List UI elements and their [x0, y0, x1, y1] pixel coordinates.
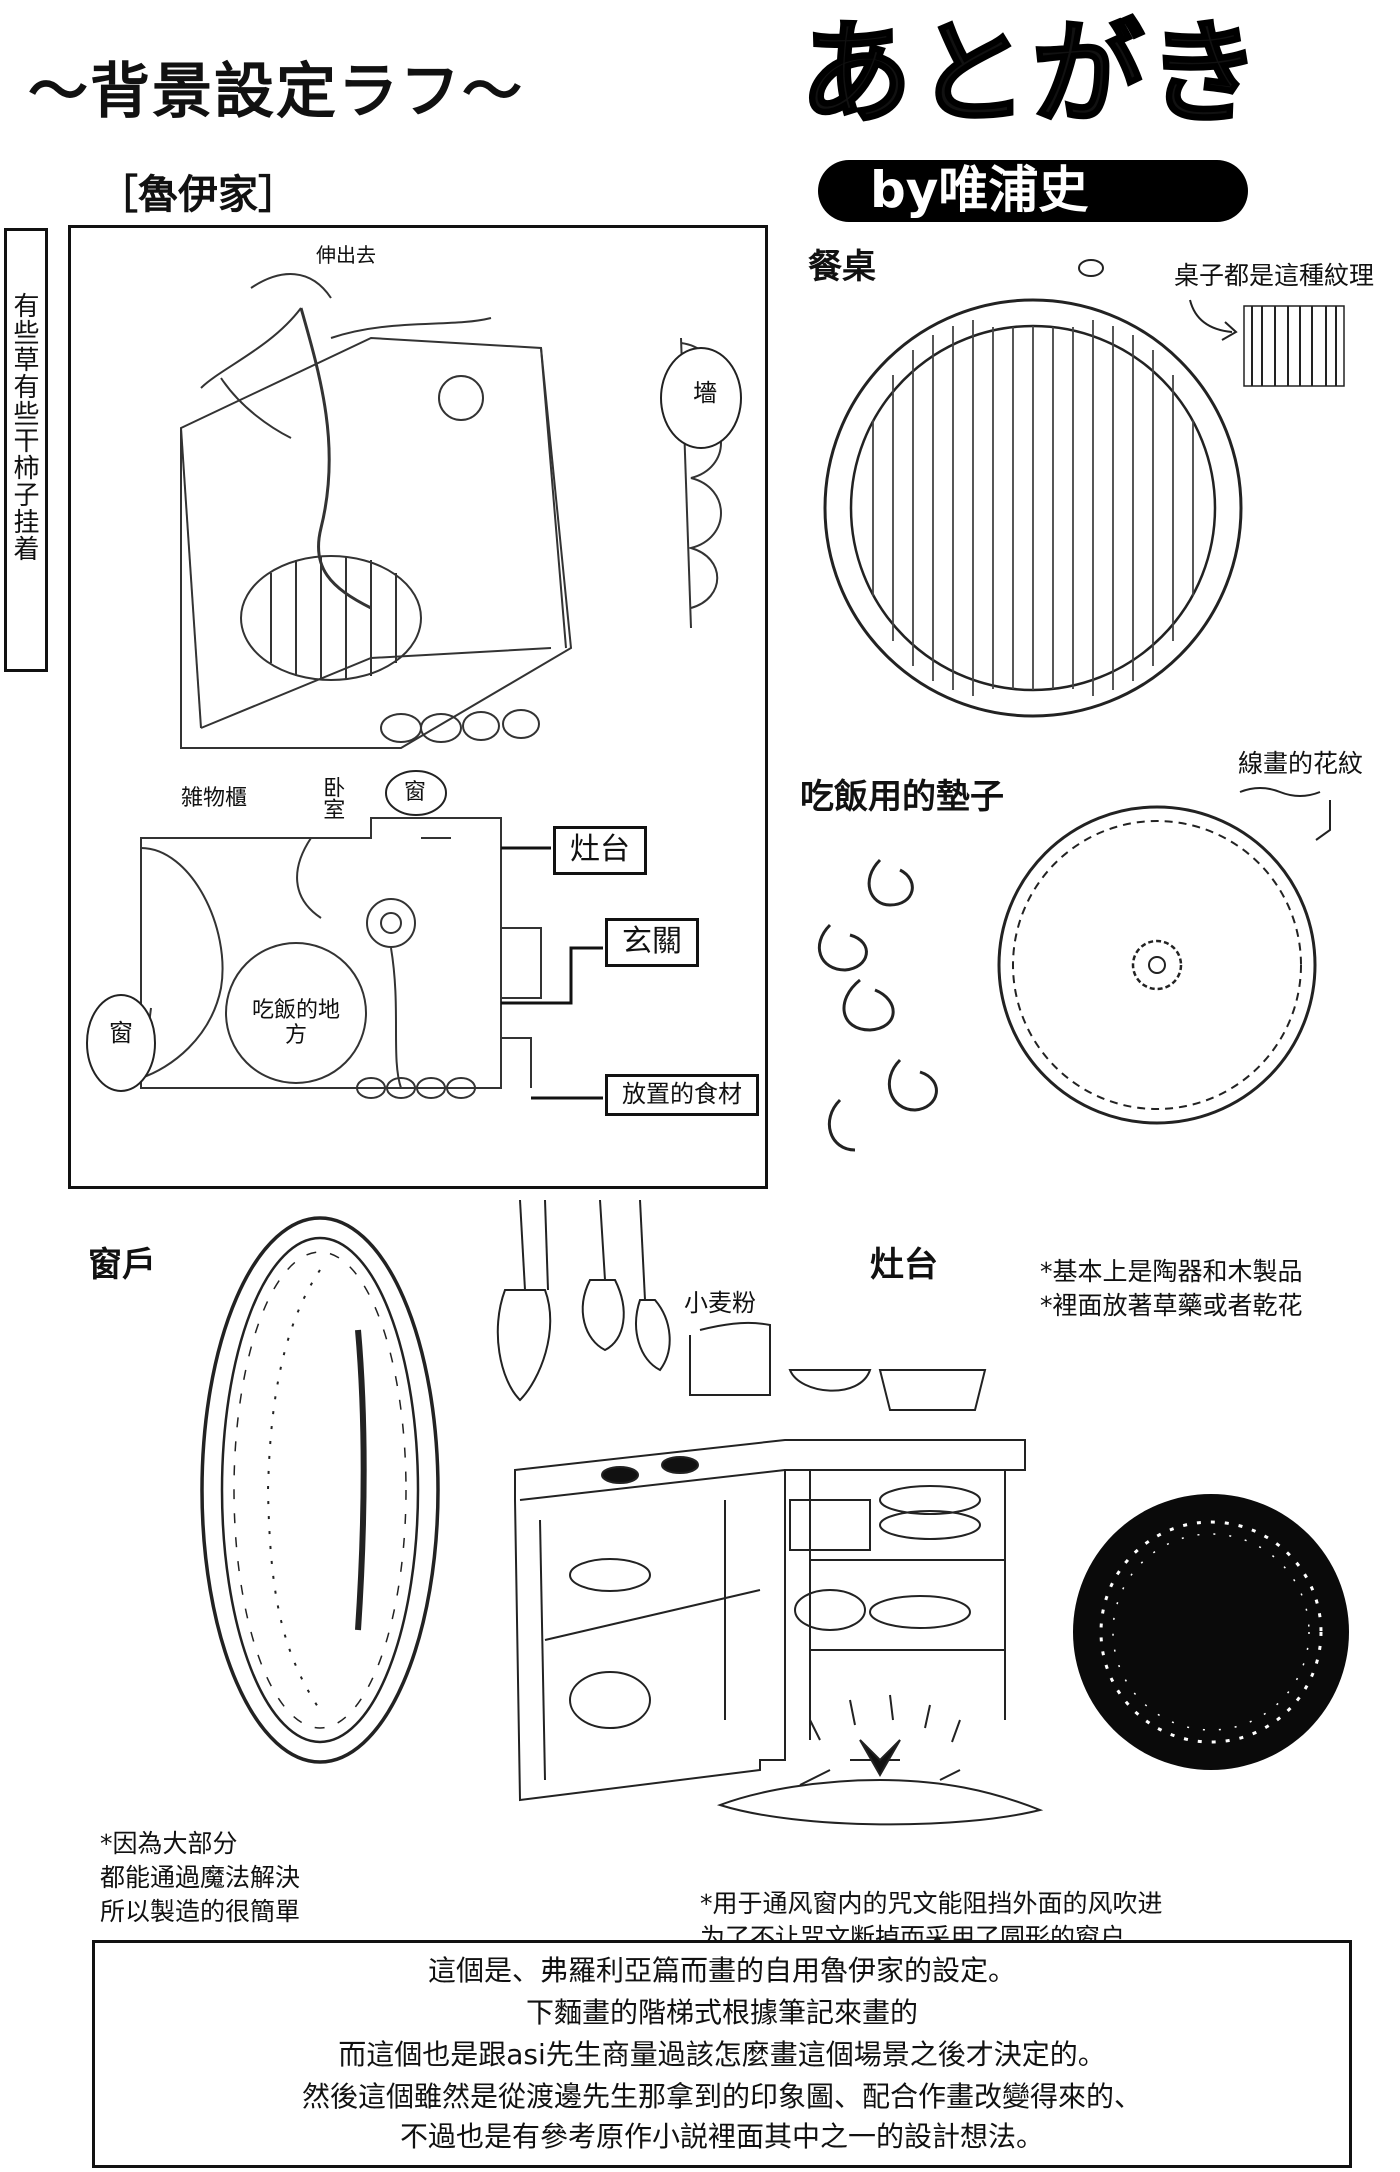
afterword-line-5: 不過也是有參考原作小説裡面其中之一的設計想法。	[399, 2120, 1044, 2153]
window-drawing	[200, 1216, 440, 1764]
side-note: 有些草有些干柿子挂着	[9, 292, 39, 562]
afterword-line-4: 然後這個雖然是從渡邊先生那拿到的印象圖、配合作畫改變得來的、	[301, 2080, 1142, 2113]
house-sketch	[86, 273, 742, 1100]
floor-plan-panel: 伸出去 墻 雑物櫃 卧室 窗 窗 吃飯的地方 灶台 玄關 放置的食材	[68, 225, 768, 1189]
afterword-line-1: 這個是、弗羅利亞篇而畫的自用魯伊家的設定。	[427, 1954, 1016, 1987]
dining-table-drawing	[823, 259, 1345, 718]
dining-spot-note: 吃飯的地方	[251, 998, 340, 1049]
side-note-box	[4, 228, 48, 672]
afterword-line-3: 而這個也是跟asi先生商量過該怎麼畫這個場景之後才決定的。	[338, 2038, 1106, 2071]
logo-author-pill	[818, 160, 1248, 222]
dining-table-heading: 餐桌	[808, 247, 876, 287]
ingredients-box-label: 放置的食材	[605, 1074, 759, 1116]
placemat-heading: 吃飯用的墊子	[800, 777, 1004, 817]
placemat-drawing	[817, 787, 1331, 1152]
stove-drawing	[496, 1199, 1349, 1826]
texture-note: 桌子都是這種紋理	[1174, 261, 1375, 290]
pattern-note: 線畫的花紋	[1238, 749, 1364, 778]
window-note-line-1: *因為大部分	[100, 1829, 238, 1858]
afterword-line-2: 下麵畫的階梯式根據筆記來畫的	[525, 1996, 918, 2029]
entrance-box-label: 玄關	[605, 918, 699, 967]
storage-note: 雑物櫃	[181, 786, 248, 811]
stove-note-1: *基本上是陶器和木製品	[1040, 1257, 1303, 1286]
stove-heading: 灶台	[870, 1245, 938, 1285]
window-note-line-2: 都能通過魔法解決	[100, 1863, 301, 1892]
window-note-line-3: 所以製造的很簡單	[100, 1897, 301, 1926]
afterword-text-box: 這個是、弗羅利亞篇而畫的自用魯伊家的設定。 下麵畫的階梯式根據筆記來畫的 而這個…	[92, 1940, 1352, 2168]
window-heading: 窗戶	[88, 1245, 156, 1285]
bedroom-note: 卧室	[319, 776, 345, 820]
logo-title: あとがき	[799, 8, 1264, 140]
flour-label: 小麦粉	[684, 1289, 756, 1317]
logo-author: by唯浦史	[870, 161, 1089, 219]
stick-out-note: 伸出去	[316, 243, 376, 267]
wall-note: 墻	[688, 380, 717, 404]
atogaki-logo: あとがき by唯浦史	[799, 8, 1270, 222]
house-label: ［魯伊家］	[98, 171, 298, 218]
spell-note-line-1: *用于通风窗内的咒文能阻挡外面的风吹进	[700, 1889, 1163, 1918]
section-title: 〜背景設定ラフ〜	[28, 57, 524, 127]
stove-box-label: 灶台	[553, 826, 647, 875]
window-left-note: 窗	[109, 1019, 133, 1047]
window-top-note: 窗	[404, 780, 427, 805]
stove-note-2: *裡面放著草藥或者乾花	[1040, 1291, 1303, 1320]
